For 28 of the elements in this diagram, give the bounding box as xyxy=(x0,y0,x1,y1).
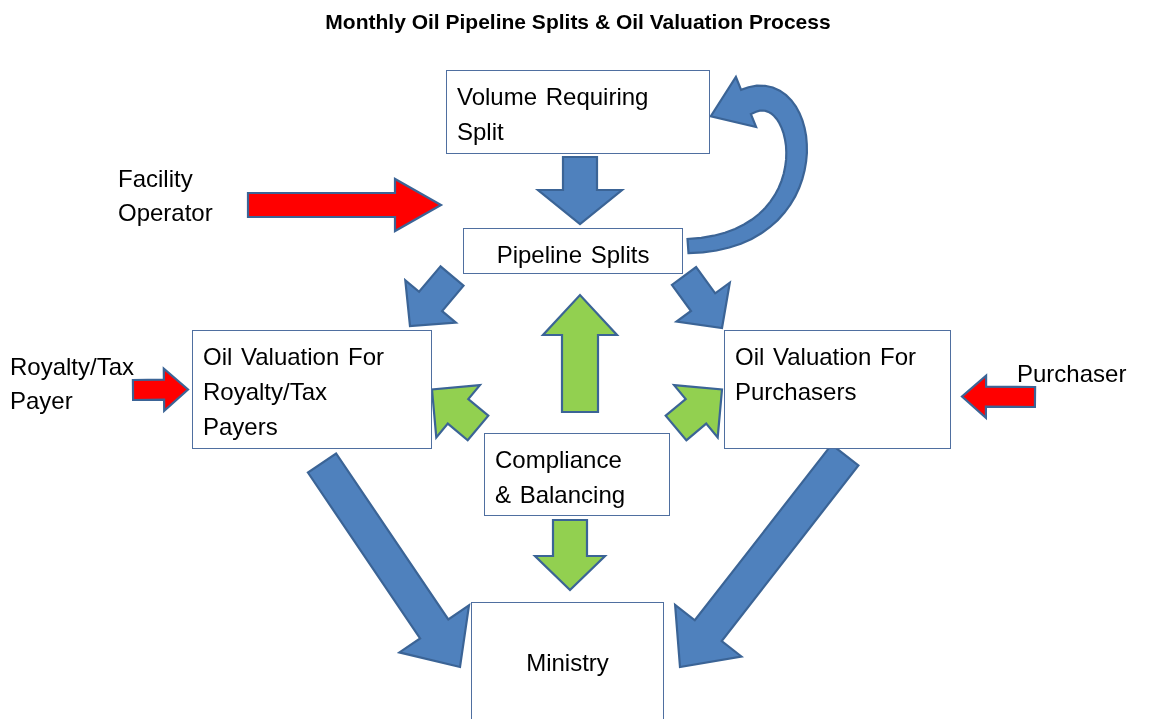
block-arrow xyxy=(960,373,1037,421)
box-text: Pipeline Splits xyxy=(496,240,650,270)
box-text: Oil Valuation For Purchasers xyxy=(735,342,917,407)
actor-label: Facility Operator xyxy=(118,162,248,230)
block-arrow xyxy=(246,177,444,233)
box-text: Compliance & Balancing xyxy=(495,445,627,510)
block-arrow xyxy=(540,293,620,414)
block-arrow xyxy=(430,383,490,442)
process-box xyxy=(192,330,432,449)
actor-label: Purchaser xyxy=(1017,357,1153,391)
process-box xyxy=(724,330,951,449)
block-arrow xyxy=(403,264,466,328)
block-arrow xyxy=(131,366,190,414)
box-text: Ministry xyxy=(526,648,609,678)
process-box xyxy=(463,228,683,274)
box-text: Oil Valuation For Royalty/Tax Payers xyxy=(203,342,385,442)
diagram-title: Monthly Oil Pipeline Splits & Oil Valuation Process xyxy=(324,10,832,34)
block-arrow xyxy=(664,383,724,442)
block-arrow xyxy=(534,155,626,226)
actor-label: Royalty/Tax Payer xyxy=(10,350,175,418)
block-arrow xyxy=(532,518,608,592)
curved-block-arrow xyxy=(686,74,808,255)
block-arrow xyxy=(306,451,471,669)
process-box xyxy=(484,433,670,516)
process-box xyxy=(446,70,710,154)
box-text: Volume Requiring Split xyxy=(457,82,650,147)
block-arrow xyxy=(670,265,732,330)
process-box xyxy=(471,602,664,719)
